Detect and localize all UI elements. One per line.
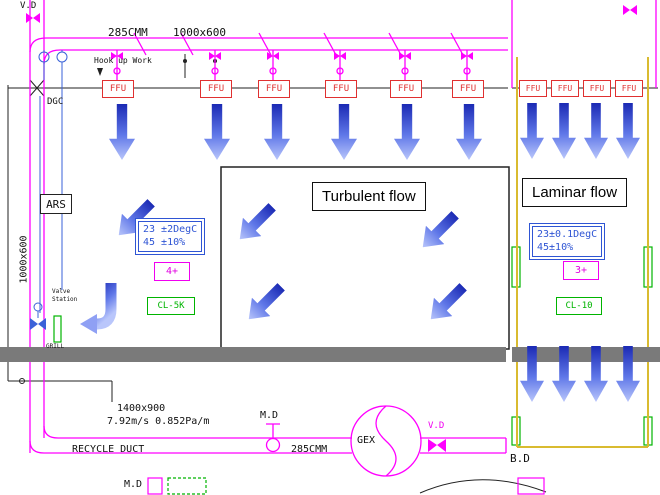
laminar-cleanliness-box: CL-10 [556, 297, 602, 315]
md-bottom-label: M.D [124, 479, 143, 490]
gex-label: GEX [357, 435, 376, 446]
ffu-unit: FFU [551, 80, 579, 97]
ffu-unit: FFU [519, 80, 547, 97]
md-top-label: M.D [260, 410, 279, 421]
bottom-duct-stub-symbols [147, 477, 545, 495]
down-arrow-icon [331, 104, 357, 160]
bd-label: B.D [510, 452, 530, 465]
down-arrow-icon [584, 346, 608, 402]
riser-size-label: 1000x600 [18, 235, 30, 284]
dgc-label: DGC [47, 97, 64, 107]
ffu-unit: FFU [325, 80, 357, 98]
turbulent-flow-title: Turbulent flow [312, 182, 426, 211]
valve-station-valve-icon [30, 318, 46, 330]
ffu-unit: FFU [452, 80, 484, 98]
ffu-unit: FFU [615, 80, 643, 97]
turbulent-class-box: 4+ [154, 262, 190, 281]
top-duct-size-label: 1000x600 [173, 26, 226, 39]
down-arrow-icon [616, 346, 640, 402]
ffu-unit: FFU [390, 80, 422, 98]
raised-floor-left [0, 347, 506, 362]
down-arrow-icon [616, 103, 640, 159]
velocity-label: 7.92m/s 0.852Pa/m [107, 416, 210, 427]
curved-arrow-icon [80, 283, 117, 334]
hanger-dots [97, 59, 217, 76]
vd-top-label: V.D [20, 1, 37, 11]
ffu-unit: FFU [258, 80, 290, 98]
down-arrow-icon [394, 104, 420, 160]
down-arrow-icon [584, 103, 608, 159]
ffu-unit: FFU [583, 80, 611, 97]
ars-box: ARS [40, 194, 72, 214]
laminar-flow-title: Laminar flow [522, 178, 628, 207]
down-arrow-icon [552, 346, 576, 402]
down-arrow-icon [520, 346, 544, 402]
hookup-work-label: Hook up Work [94, 56, 152, 65]
raised-floor-right [512, 347, 660, 362]
down-arrow-icon [109, 104, 135, 160]
grill-label: GRILL [46, 343, 65, 350]
laminar-class-box: 3+ [563, 261, 599, 280]
turbulent-cleanliness-box: CL-5K [147, 297, 195, 315]
down-arrow-icon [264, 104, 290, 160]
sensor-lines [33, 50, 68, 318]
recycle-duct-label: RECYCLE DUCT [72, 444, 145, 455]
valve-station-label: Valve Station [52, 288, 78, 304]
return-duct-size-label: 1400x900 [117, 403, 166, 414]
ffu-unit: FFU [200, 80, 232, 98]
down-arrow-icon [552, 103, 576, 159]
top-cmm-label: 285CMM [108, 26, 148, 39]
turbulent-spec-box: 23 ±2DegC 45 ±10% [138, 221, 203, 252]
bottom-cmm-label: 285CMM [291, 444, 328, 455]
laminar-spec-box: 23±0.1DegC 45±10% [532, 226, 603, 257]
ffu-unit: FFU [102, 80, 134, 98]
down-arrow-icon [456, 104, 482, 160]
damper-valve-symbols [26, 5, 637, 452]
down-arrow-icon [520, 103, 544, 159]
down-arrow-icon [204, 104, 230, 160]
vd-bottom-label: V.D [428, 421, 445, 431]
laminar-chamber-walls [516, 57, 649, 448]
